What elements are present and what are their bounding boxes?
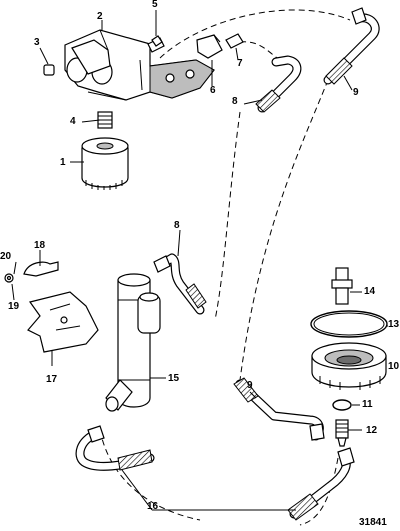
callout-1: 1 <box>60 157 66 168</box>
o-ring-large <box>310 310 388 338</box>
fitting-14 <box>331 267 353 305</box>
callout-8-upper: 8 <box>232 96 238 107</box>
threaded-nipple <box>97 111 113 129</box>
callout-15: 15 <box>168 373 180 384</box>
hose-9-upper <box>323 7 380 85</box>
filter-base-manifold <box>64 29 215 101</box>
elbow-fitting <box>196 34 223 59</box>
plug <box>43 64 55 76</box>
callout-9-upper: 9 <box>353 87 359 98</box>
fitting-7 <box>225 33 244 49</box>
callout-6: 6 <box>210 85 216 96</box>
fitting-12 <box>335 419 349 447</box>
o-ring-small <box>332 399 352 411</box>
hose-8-lower <box>153 253 207 315</box>
hose-8-upper <box>255 55 302 113</box>
oil-filter <box>81 137 129 190</box>
callout-18: 18 <box>34 240 46 251</box>
callout-2: 2 <box>97 11 103 22</box>
callout-13: 13 <box>388 319 400 330</box>
callout-20: 20 <box>0 251 12 262</box>
filter-adapter <box>311 342 387 390</box>
callout-9-lower: 9 <box>247 380 253 391</box>
callout-5: 5 <box>152 0 158 10</box>
figure-id: 31841 <box>359 517 387 528</box>
callout-7: 7 <box>237 58 243 69</box>
callout-11: 11 <box>362 399 373 410</box>
hose-9-lower <box>233 377 325 441</box>
callout-8-lower: 8 <box>174 220 180 231</box>
callout-12: 12 <box>366 425 378 436</box>
callout-10: 10 <box>388 361 400 372</box>
hose-16-right <box>287 447 355 521</box>
leader-lines <box>11 10 388 511</box>
callout-16: 16 <box>147 501 159 512</box>
callout-3: 3 <box>34 37 40 48</box>
hose-clamp <box>23 261 59 277</box>
oil-cooler <box>105 273 161 412</box>
fitting-5 <box>147 35 165 53</box>
callout-19: 19 <box>8 301 20 312</box>
callout-14: 14 <box>364 286 376 297</box>
hose-16-left <box>75 425 155 471</box>
washer-nut <box>4 273 14 283</box>
callout-4: 4 <box>70 116 76 127</box>
mounting-bracket <box>27 291 99 353</box>
callout-17: 17 <box>46 374 58 385</box>
